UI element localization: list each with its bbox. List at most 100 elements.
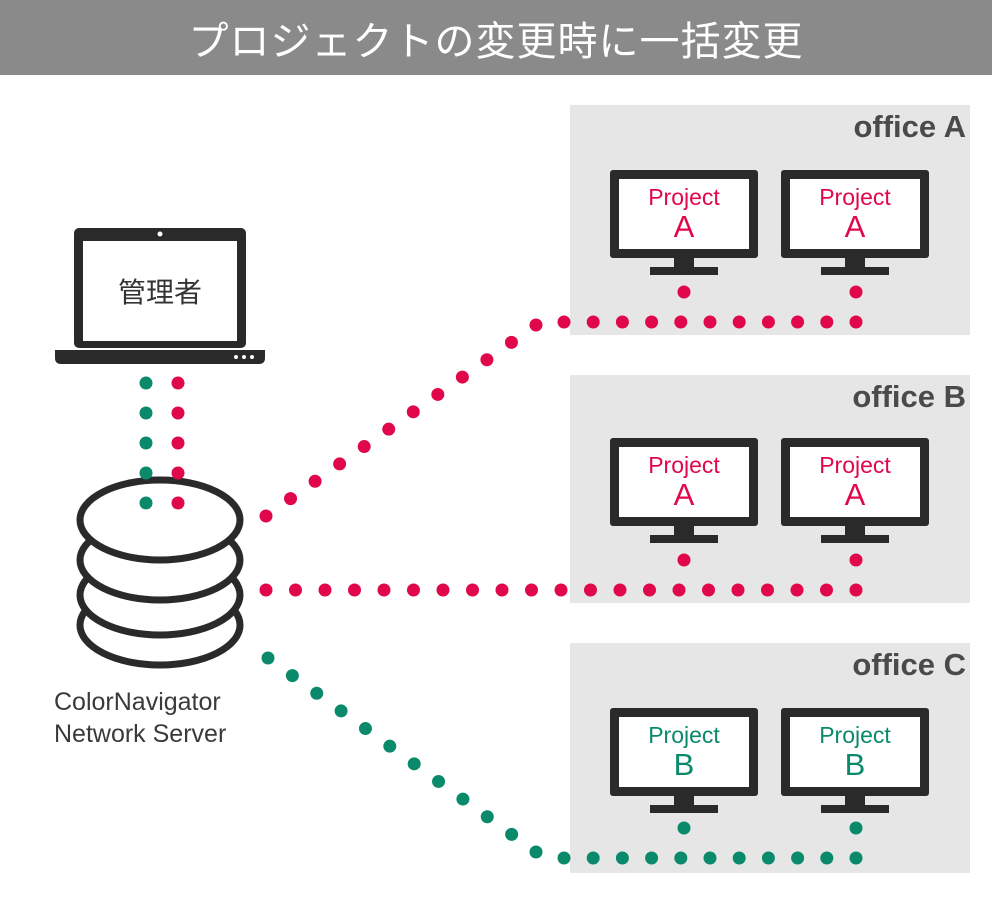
office-c-link-dot [586, 851, 600, 865]
office-b-link-dot [849, 583, 863, 597]
monitor-project-label: Project [648, 722, 720, 748]
office-a-link-dot [284, 492, 298, 506]
admin-link-dot [171, 376, 185, 390]
office-a-link-dot [791, 315, 805, 329]
office-b-link-dot [790, 583, 804, 597]
office-b-link-dot [289, 583, 302, 597]
server-icon [76, 476, 244, 669]
monitor-project-label: Project [648, 452, 720, 478]
office-a-link-dot [732, 315, 746, 329]
office-a-link-dot [586, 315, 600, 329]
office-c-link-dot [615, 851, 629, 865]
server-label-line1: ColorNavigator [54, 688, 221, 716]
office-b-link-dot [643, 583, 656, 597]
office-a-link-dot [259, 509, 273, 523]
office-b-link-dot [495, 583, 509, 597]
office-c-link-dot [674, 851, 688, 865]
monitor-c2: Project B [781, 708, 929, 820]
office-c-link-dot [505, 827, 519, 841]
office-c-link-dot [285, 669, 299, 683]
office-c-link-dot [358, 722, 372, 736]
office-b-link-dot [348, 583, 361, 597]
office-b-link-dot [377, 583, 391, 597]
server-label: ColorNavigator Network Server [54, 686, 226, 750]
office-a-link-dot [529, 318, 543, 332]
monitor-project-id: A [844, 209, 866, 244]
office-a-link-dot [557, 315, 571, 329]
office-a-link-dot [645, 315, 659, 329]
office-panel-b: office B Project A Project A [570, 375, 970, 603]
office-c-link-dot [703, 851, 717, 865]
office-c-drop-dot [677, 821, 691, 835]
office-b-link-dot [584, 583, 597, 597]
office-b-link-dot [613, 583, 627, 597]
office-c-link-dot [456, 792, 470, 806]
monitor-project-id: B [673, 747, 695, 782]
office-a-link-dot [406, 405, 420, 419]
office-c-link-dot [432, 774, 446, 788]
office-label-a: office A [853, 109, 966, 144]
office-c-drop-dot [849, 821, 863, 835]
office-c-link-dot [645, 851, 659, 865]
office-c-link-dot [529, 845, 543, 859]
header-bar: プロジェクトの変更時に一括変更 [0, 0, 992, 75]
office-b-drop-dot [849, 553, 863, 567]
connection-dots [139, 285, 863, 865]
office-b-link-dot [259, 583, 273, 597]
office-b-link-dot [820, 583, 833, 597]
office-a-link-dot [761, 315, 775, 329]
office-a-link-dot [382, 422, 396, 436]
office-c-link-dot [791, 851, 805, 865]
admin-link-dot [139, 466, 153, 480]
monitor-project-label: Project [819, 184, 891, 210]
office-b-link-dot [407, 583, 420, 597]
office-b-link-dot [554, 583, 568, 597]
office-a-link-dot [357, 440, 371, 454]
office-c-link-dot [310, 686, 324, 700]
office-a-link-dot [504, 335, 518, 349]
monitor-project-label: Project [648, 184, 720, 210]
monitor-project-label: Project [819, 452, 891, 478]
admin-link-dot [139, 376, 153, 390]
office-label-c: office C [852, 647, 966, 682]
office-b-link-dot [466, 583, 479, 597]
office-c-link-dot [261, 651, 275, 665]
office-b-link-dot [702, 583, 715, 597]
office-b-link-dot [525, 583, 538, 597]
office-a-link-dot [849, 315, 863, 329]
office-b-link-dot [318, 583, 332, 597]
admin-link-dot [171, 436, 185, 450]
office-a-link-dot [674, 315, 688, 329]
office-panel-c: office C Project B Project B [570, 643, 970, 873]
monitor-c1: Project B [610, 708, 758, 820]
admin-label: 管理者 [118, 276, 202, 309]
office-c-link-dot [557, 851, 571, 865]
monitor-project-id: A [673, 477, 695, 512]
monitor-a2: Project A [781, 170, 929, 282]
office-b-link-dot [731, 583, 745, 597]
office-a-link-dot [308, 474, 322, 488]
admin-link-dot [171, 406, 185, 420]
office-a-link-dot [455, 370, 469, 384]
office-b-link-dot [761, 583, 774, 597]
monitor-b1: Project A [610, 438, 758, 550]
page-title: プロジェクトの変更時に一括変更 [188, 18, 804, 65]
office-a-link-dot [333, 457, 347, 471]
laptop-icon: 管理者 [55, 228, 265, 364]
admin-link-dot [139, 406, 153, 420]
office-a-drop-dot [849, 285, 863, 299]
office-b-link-dot [436, 583, 450, 597]
office-a-link-dot [820, 315, 834, 329]
office-c-link-dot [480, 810, 494, 824]
office-b-drop-dot [677, 553, 691, 567]
monitor-project-label: Project [819, 722, 891, 748]
office-a-link-dot [615, 315, 629, 329]
office-c-link-dot [761, 851, 775, 865]
office-a-drop-dot [677, 285, 691, 299]
office-c-link-dot [820, 851, 834, 865]
monitor-a1: Project A [610, 170, 758, 282]
office-a-link-dot [703, 315, 717, 329]
admin-link-dot [171, 496, 185, 510]
office-a-link-dot [431, 387, 445, 401]
admin-link-dot [139, 496, 153, 510]
